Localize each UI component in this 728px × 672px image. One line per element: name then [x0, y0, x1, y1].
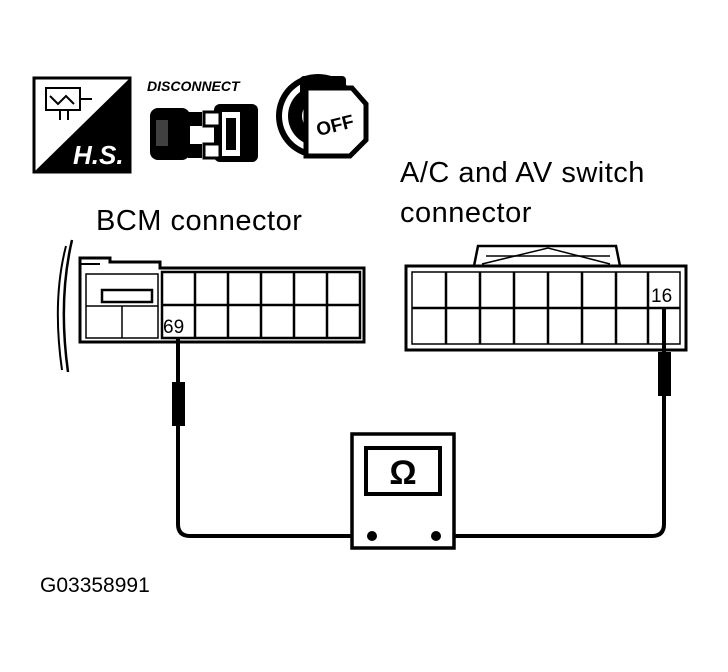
test-lead-right	[436, 396, 666, 538]
av-switch-connector	[404, 244, 688, 352]
disconnect-label: DISCONNECT	[147, 78, 241, 94]
ohmmeter	[350, 432, 456, 550]
hs-harness-icon: H.S.	[32, 76, 132, 174]
av-switch-connector-title-line1: A/C and AV switch	[400, 157, 645, 189]
bcm-connector-title: BCM connector	[96, 205, 302, 237]
probe-left	[172, 338, 185, 426]
figure-id: G03358991	[40, 574, 150, 597]
probe-right	[658, 308, 671, 396]
ohmmeter-terminal-positive	[431, 531, 441, 541]
ohm-symbol: Ω	[389, 454, 416, 492]
ohmmeter-terminal-negative	[367, 531, 377, 541]
hs-label: H.S.	[73, 140, 124, 170]
test-lead-left	[176, 426, 372, 538]
bcm-connector	[56, 239, 366, 373]
av-switch-connector-title-line2: connector	[400, 197, 532, 229]
av-switch-terminal-16: 16	[651, 286, 672, 307]
disconnect-icon: DISCONNECT	[147, 78, 258, 162]
bcm-terminal-69: 69	[163, 317, 184, 338]
ohmmeter-display	[364, 446, 442, 496]
ignition-key-off-icon: OFF	[276, 74, 369, 159]
